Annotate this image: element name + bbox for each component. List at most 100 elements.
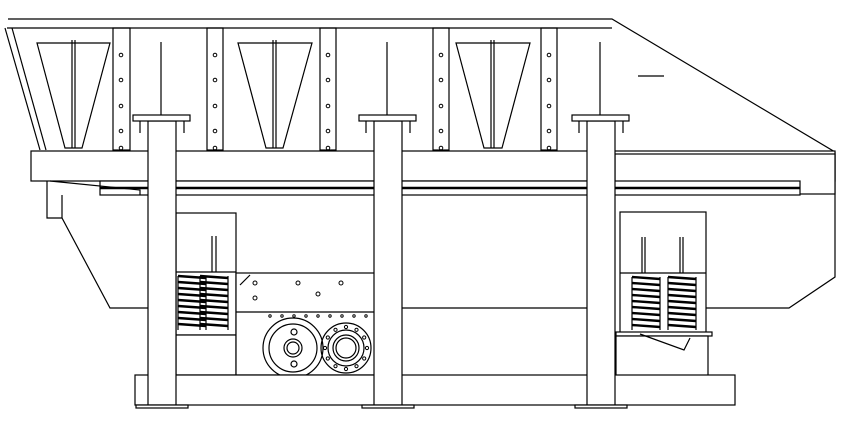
hopper-1 bbox=[36, 42, 111, 149]
bolt-hole bbox=[325, 52, 331, 58]
spring-coil bbox=[667, 293, 697, 299]
spring-coil bbox=[631, 293, 661, 299]
spring-coil bbox=[199, 298, 229, 304]
bolt-hole bbox=[212, 52, 218, 58]
bolt-hole bbox=[325, 356, 330, 361]
bolt-hole bbox=[212, 103, 218, 109]
bolt-hole bbox=[352, 314, 356, 318]
bolt-hole bbox=[325, 77, 331, 83]
spring-coil bbox=[177, 280, 207, 286]
spring-coil bbox=[199, 286, 229, 292]
spring-coil bbox=[177, 316, 207, 322]
bolt-hole bbox=[328, 314, 332, 318]
exciter-wheel-right bbox=[320, 322, 372, 374]
spring-coil bbox=[667, 287, 697, 293]
bolt-hole bbox=[354, 327, 359, 332]
bolt-hole bbox=[333, 364, 338, 369]
spring-coil bbox=[177, 298, 207, 304]
rail bbox=[49, 180, 801, 196]
column-3 bbox=[571, 42, 630, 409]
spring-coil bbox=[177, 274, 207, 280]
spring-coil bbox=[199, 292, 229, 298]
stiffeners bbox=[112, 27, 558, 151]
spring-coil bbox=[667, 317, 697, 323]
trough-body bbox=[4, 18, 836, 309]
bolt-hole bbox=[546, 128, 552, 134]
bolt-hole bbox=[118, 77, 124, 83]
hopper-3 bbox=[455, 42, 531, 149]
spring-coil bbox=[667, 281, 697, 287]
bolt-hole bbox=[438, 145, 444, 151]
bolt-hole bbox=[362, 356, 367, 361]
bolt-hole bbox=[118, 103, 124, 109]
bolt-hole bbox=[118, 128, 124, 134]
spring-coil bbox=[667, 299, 697, 305]
bolt-hole bbox=[438, 103, 444, 109]
bolt-hole bbox=[212, 128, 218, 134]
spring-coil bbox=[199, 274, 229, 280]
hopper-2 bbox=[237, 42, 313, 149]
bolt-hole bbox=[118, 52, 124, 58]
spring-coil bbox=[199, 316, 229, 322]
spring-coil bbox=[177, 286, 207, 292]
bolt-hole bbox=[546, 145, 552, 151]
bolt-hole bbox=[333, 327, 338, 332]
bolt-hole bbox=[322, 345, 328, 351]
bolt-hole bbox=[315, 291, 321, 297]
bolt-hole bbox=[546, 77, 552, 83]
column-1 bbox=[132, 42, 191, 409]
spring-coil bbox=[631, 305, 661, 311]
bolt-hole bbox=[438, 52, 444, 58]
spring-box-left bbox=[175, 212, 237, 376]
bolt-hole bbox=[295, 280, 301, 286]
bolt-hole bbox=[325, 103, 331, 109]
spring-box-right bbox=[615, 211, 713, 377]
spring-coil bbox=[667, 311, 697, 317]
bolt-hole bbox=[546, 52, 552, 58]
bolt-hole bbox=[292, 314, 296, 318]
spring-coil bbox=[667, 305, 697, 311]
bolt-hole bbox=[316, 314, 320, 318]
bolt-hole bbox=[546, 103, 552, 109]
base-beam bbox=[134, 374, 736, 406]
spring-coil bbox=[177, 322, 207, 328]
spring-coil bbox=[631, 275, 661, 281]
bolt-hole bbox=[325, 335, 330, 340]
bolt-hole bbox=[364, 314, 368, 318]
bolt-hole bbox=[304, 314, 308, 318]
bolt-hole bbox=[364, 345, 370, 351]
spring-coil bbox=[667, 275, 697, 281]
spring-coil bbox=[631, 281, 661, 287]
bolt-hole bbox=[362, 335, 367, 340]
bolt-hole bbox=[338, 280, 344, 286]
spring-coil bbox=[667, 323, 697, 329]
spring-coil bbox=[199, 304, 229, 310]
support-columns bbox=[132, 42, 630, 409]
bolt-hole bbox=[268, 314, 272, 318]
bolt-hole bbox=[438, 128, 444, 134]
bolt-hole bbox=[252, 280, 258, 286]
bolt-hole bbox=[340, 314, 344, 318]
spring-coil bbox=[631, 299, 661, 305]
bolt-hole bbox=[343, 366, 349, 372]
spring-coil bbox=[631, 323, 661, 329]
bolt-hole bbox=[212, 145, 218, 151]
spring-coil bbox=[199, 322, 229, 328]
bolt-hole bbox=[354, 364, 359, 369]
bolt-hole bbox=[325, 145, 331, 151]
bolt-hole bbox=[212, 77, 218, 83]
bolt-hole bbox=[252, 295, 258, 301]
spring-coil bbox=[631, 287, 661, 293]
hoppers bbox=[36, 40, 531, 149]
spring-coil bbox=[631, 311, 661, 317]
spring-coil bbox=[177, 304, 207, 310]
spring-coil bbox=[177, 310, 207, 316]
spring-coil bbox=[177, 292, 207, 298]
bolt-hole bbox=[343, 324, 349, 330]
spring-coil bbox=[199, 280, 229, 286]
bolt-hole bbox=[280, 314, 284, 318]
column-2 bbox=[358, 42, 417, 409]
bolt-hole bbox=[438, 77, 444, 83]
spring-coil bbox=[631, 317, 661, 323]
